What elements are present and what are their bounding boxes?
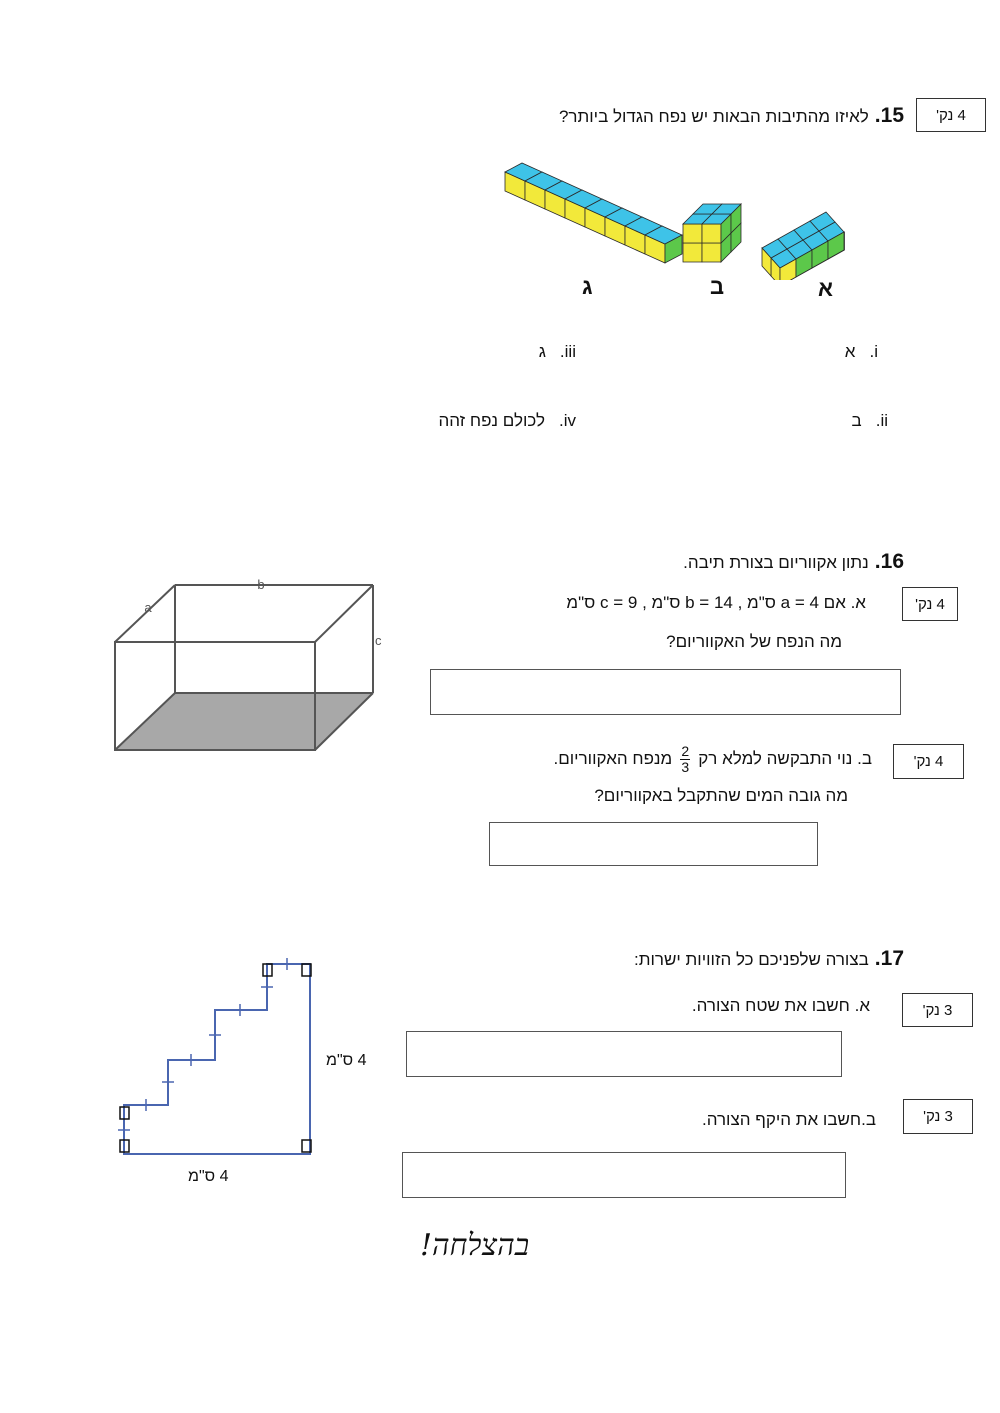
aquarium-box-figure: b a c xyxy=(114,577,382,751)
q16a-line2: מה הנפח של האקווריום? xyxy=(666,632,842,651)
unit-cube-face xyxy=(809,211,836,232)
unit-cube-face xyxy=(701,223,722,244)
q15-label-a: א xyxy=(818,276,834,301)
option-number: iv. xyxy=(558,411,576,430)
good-luck-footer: בהצלחה! xyxy=(420,1228,530,1263)
q15-question: 15. לאיזו מהתיבות הבאות יש נפח הגדול ביות… xyxy=(559,104,904,128)
option-text: לכולם נפח זהה xyxy=(438,411,545,430)
aquarium-label-a: a xyxy=(144,600,152,615)
q17-text: בצורה שלפניכם כל הזוויות ישרות: xyxy=(634,950,869,969)
q16b-text-before: ב. נוי התבקשה למלא רק xyxy=(698,748,872,768)
q15-label-b: ב xyxy=(710,274,725,299)
option-number: ii. xyxy=(875,411,888,430)
side-label-right: 4 ס"מ xyxy=(326,1052,367,1069)
q17-question: 17. בצורה שלפניכם כל הזוויות ישרות: xyxy=(634,947,904,971)
q17a-points-box: 3 נק' xyxy=(902,993,973,1027)
q15-option-i[interactable]: i. א xyxy=(845,342,878,362)
q15-points-box: 4 נק' xyxy=(916,98,986,132)
q17b-text: ב.חשבו את היקף הצורה. xyxy=(701,1110,876,1129)
q16b-points-box: 4 נק' xyxy=(893,744,964,779)
unit-cube-face xyxy=(761,246,772,278)
aquarium-floor xyxy=(115,693,373,750)
q15-boxes-figure xyxy=(504,162,845,280)
unit-cube-face xyxy=(711,203,742,215)
option-text: ג xyxy=(538,342,546,361)
unit-cube-face xyxy=(827,231,845,260)
aquarium-label-c: c xyxy=(375,633,382,648)
q17b-answer-box[interactable] xyxy=(402,1152,846,1198)
q15-option-ii[interactable]: ii. ב xyxy=(852,411,888,431)
fraction-numerator: 2 xyxy=(681,743,690,759)
aquarium-label-b: b xyxy=(257,577,264,592)
q15-option-iii[interactable]: iii. ג xyxy=(539,342,576,362)
unit-cube-face xyxy=(682,242,703,263)
q16a-points-box: 4 נק' xyxy=(902,587,958,621)
q16-question: 16. נתון אקווריום בצורת תיבה. xyxy=(683,550,904,574)
unit-cube-face xyxy=(701,242,722,263)
option-text: א xyxy=(844,342,856,361)
q16a-answer-box[interactable] xyxy=(430,669,901,715)
equal-side-ticks xyxy=(118,958,288,1131)
q16b-line2: מה גובה המים שהתקבל באקווריום? xyxy=(594,786,848,805)
q17a-answer-box[interactable] xyxy=(406,1031,842,1077)
option-number: iii. xyxy=(559,342,576,361)
q15-option-iv[interactable]: iv. לכולם נפח זהה xyxy=(438,411,576,431)
q17a-text: א. חשבו את שטח הצורה. xyxy=(691,996,870,1015)
q16b-text-after: מנפח האקווריום. xyxy=(553,748,673,768)
right-angle-markers xyxy=(119,963,312,1153)
q15-label-c: ג xyxy=(582,274,593,299)
q15-number: 15. xyxy=(874,104,904,127)
q17-number: 17. xyxy=(874,947,904,970)
q16b-answer-box[interactable] xyxy=(489,822,818,866)
q16a-line1: א. אם a = 4 ס"מ , b = 14 ס"מ , c = 9 ס"מ xyxy=(566,593,866,612)
q15-text: לאיזו מהתיבות הבאות יש נפח הגדול ביותר? xyxy=(558,107,869,126)
unit-cube-face xyxy=(664,234,683,264)
option-number: i. xyxy=(869,342,878,361)
option-text: ב xyxy=(851,411,862,430)
fraction-bar xyxy=(680,759,691,760)
q17b-points-box: 3 נק' xyxy=(903,1099,973,1134)
staircase-shape-figure xyxy=(118,958,312,1155)
unit-cube-face xyxy=(682,223,703,244)
q16-text: נתון אקווריום בצורת תיבה. xyxy=(683,553,869,572)
staircase-outline xyxy=(123,963,311,1155)
q16-number: 16. xyxy=(874,550,904,573)
fraction-denominator: 3 xyxy=(681,759,690,775)
side-label-bottom: 4 ס"מ xyxy=(188,1168,229,1185)
